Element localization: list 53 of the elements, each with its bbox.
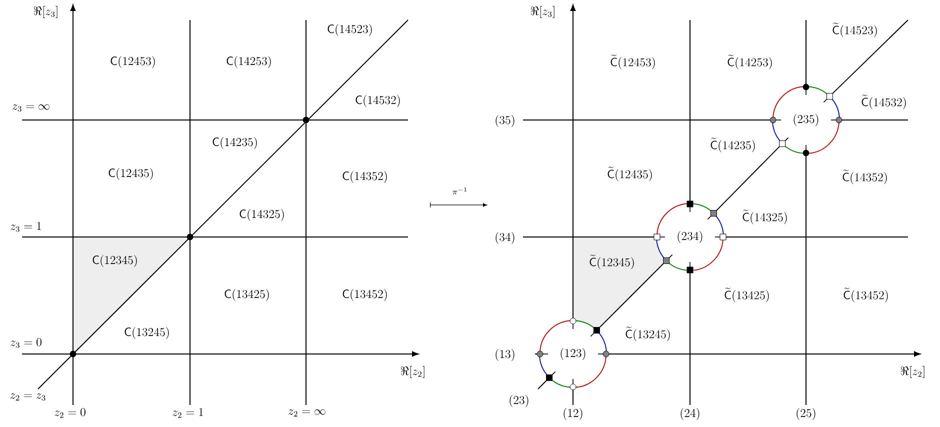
cell-label: $\widetilde{\mathsf{C}}(12453)$ <box>610 54 655 70</box>
line-label: $z_3=0$ <box>10 338 42 348</box>
boundary-label: $(13)$ <box>496 348 514 361</box>
cell-label: $\mathsf{C}(13452)$ <box>342 288 387 301</box>
cell-label: $\mathsf{C}(12345)$ <box>92 254 137 267</box>
circle-node: $(234)$ <box>656 202 724 271</box>
circle-node: $(123)$ <box>539 320 607 388</box>
cell-label: $\mathsf{C}(12453)$ <box>110 56 155 68</box>
diagonal-line <box>710 140 786 217</box>
line-label: $z_2=1$ <box>172 408 203 418</box>
cell-label: $\widetilde{\mathsf{C}}(13425)$ <box>724 288 769 302</box>
map-label: $\pi^{-1}$ <box>452 188 466 194</box>
boundary-label: $(35)$ <box>496 114 514 127</box>
cell-label: $\widetilde{\mathsf{C}}(14532)$ <box>862 94 906 110</box>
cell-label: $\widetilde{\mathsf{C}}(13452)$ <box>844 288 888 302</box>
cell-label: $\mathsf{C}(14352)$ <box>342 170 387 183</box>
cell-label: $\mathsf{C}(14253)$ <box>226 56 271 68</box>
node-label: $(234)$ <box>678 230 702 243</box>
cell-label: $\mathsf{C}(13245)$ <box>124 326 169 339</box>
diagonal-line <box>826 20 908 100</box>
cell-label: $\mathsf{C}(14523)$ <box>328 24 372 36</box>
node-label: $(235)$ <box>794 114 818 126</box>
circle-node: $(235)$ <box>772 86 840 154</box>
cell-label: $\widetilde{\mathsf{C}}(14523)$ <box>832 22 877 38</box>
cell-label: $\widetilde{\mathsf{C}}(14325)$ <box>742 210 787 224</box>
node-label: $(123)$ <box>560 348 586 360</box>
boundary-label: $(25)$ <box>796 408 816 420</box>
diagonal-line <box>593 257 670 334</box>
cell-label: $\mathsf{C}(13425)$ <box>224 288 269 301</box>
cell-label: $\mathsf{C}(14235)$ <box>212 136 257 149</box>
cell-label: $\widetilde{\mathsf{C}}(12435)$ <box>608 166 652 182</box>
axis-label: $\Re[z_3]$ <box>530 6 554 18</box>
cell-label: $\widetilde{\mathsf{C}}(14235)$ <box>710 138 755 152</box>
line-label: $z_2=0$ <box>54 408 86 418</box>
line-label: $z_2=\infty$ <box>288 409 326 416</box>
cell-label: $\widetilde{\mathsf{C}}(14352)$ <box>842 170 887 184</box>
axis-label: $\Re[z_3]$ <box>34 6 58 18</box>
cell-label: $\mathsf{C}(12435)$ <box>108 168 153 180</box>
line-label: $z_3=1$ <box>10 222 41 232</box>
boundary-label: $(12)$ <box>564 408 582 420</box>
cell-label: $\mathsf{C}(14532)$ <box>356 94 400 107</box>
cell-label: $\widetilde{\mathsf{C}}(13245)$ <box>626 326 670 342</box>
cell-label: $\widetilde{\mathsf{C}}(14253)$ <box>728 54 772 70</box>
cell-label: $\widetilde{\mathsf{C}}(12345)$ <box>590 254 634 270</box>
boundary-label: $(34)$ <box>496 232 514 244</box>
boundary-label: $(24)$ <box>680 408 700 420</box>
cell-label: $\mathsf{C}(14325)$ <box>240 208 284 221</box>
axis-label: $\Re[z_2]$ <box>900 366 924 378</box>
diagonal-line <box>538 374 553 390</box>
boundary-label: $(23)$ <box>510 394 528 407</box>
axis-label: $\Re[z_2]$ <box>400 366 424 378</box>
line-label: $z_3=\infty$ <box>12 104 50 112</box>
line-label: $z_2=z_3$ <box>10 393 46 401</box>
